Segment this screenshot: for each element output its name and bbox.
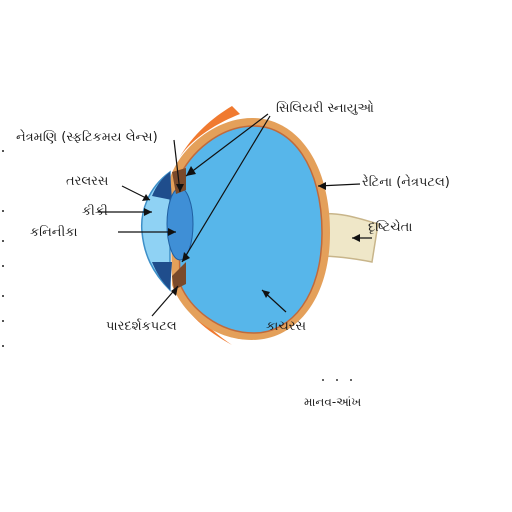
label-pupil: કનિનીકા — [30, 224, 78, 240]
label-vitreous-humour: કાચરસ — [266, 319, 306, 334]
iris-upper — [152, 172, 172, 200]
label-retina: રેટિના (નેત્રપટલ) — [362, 174, 450, 190]
vitreous-body — [177, 125, 323, 334]
arrow-heads — [142, 166, 360, 298]
label-cornea: પારદર્શકપટલ — [106, 318, 177, 334]
margin-marks — [2, 150, 4, 347]
caption-marks — [322, 379, 352, 381]
caption: માનવ-આંખ — [304, 395, 361, 409]
label-lens: નેત્રમણિ (સ્ફટિકમય લેન્સ) — [16, 129, 158, 145]
ciliary-body-bottom — [172, 262, 186, 290]
label-iris: કીકી — [82, 203, 108, 219]
label-optic-nerve: દૃષ્ટિચેતા — [368, 219, 412, 235]
label-aqueous-humour: તરલરસ — [66, 174, 109, 189]
label-ciliary-muscles: સિલિયરી સ્નાયુઓ — [276, 100, 374, 116]
optic-nerve — [317, 212, 379, 263]
iris-lower — [152, 262, 172, 290]
upper-eyelid — [178, 106, 240, 160]
